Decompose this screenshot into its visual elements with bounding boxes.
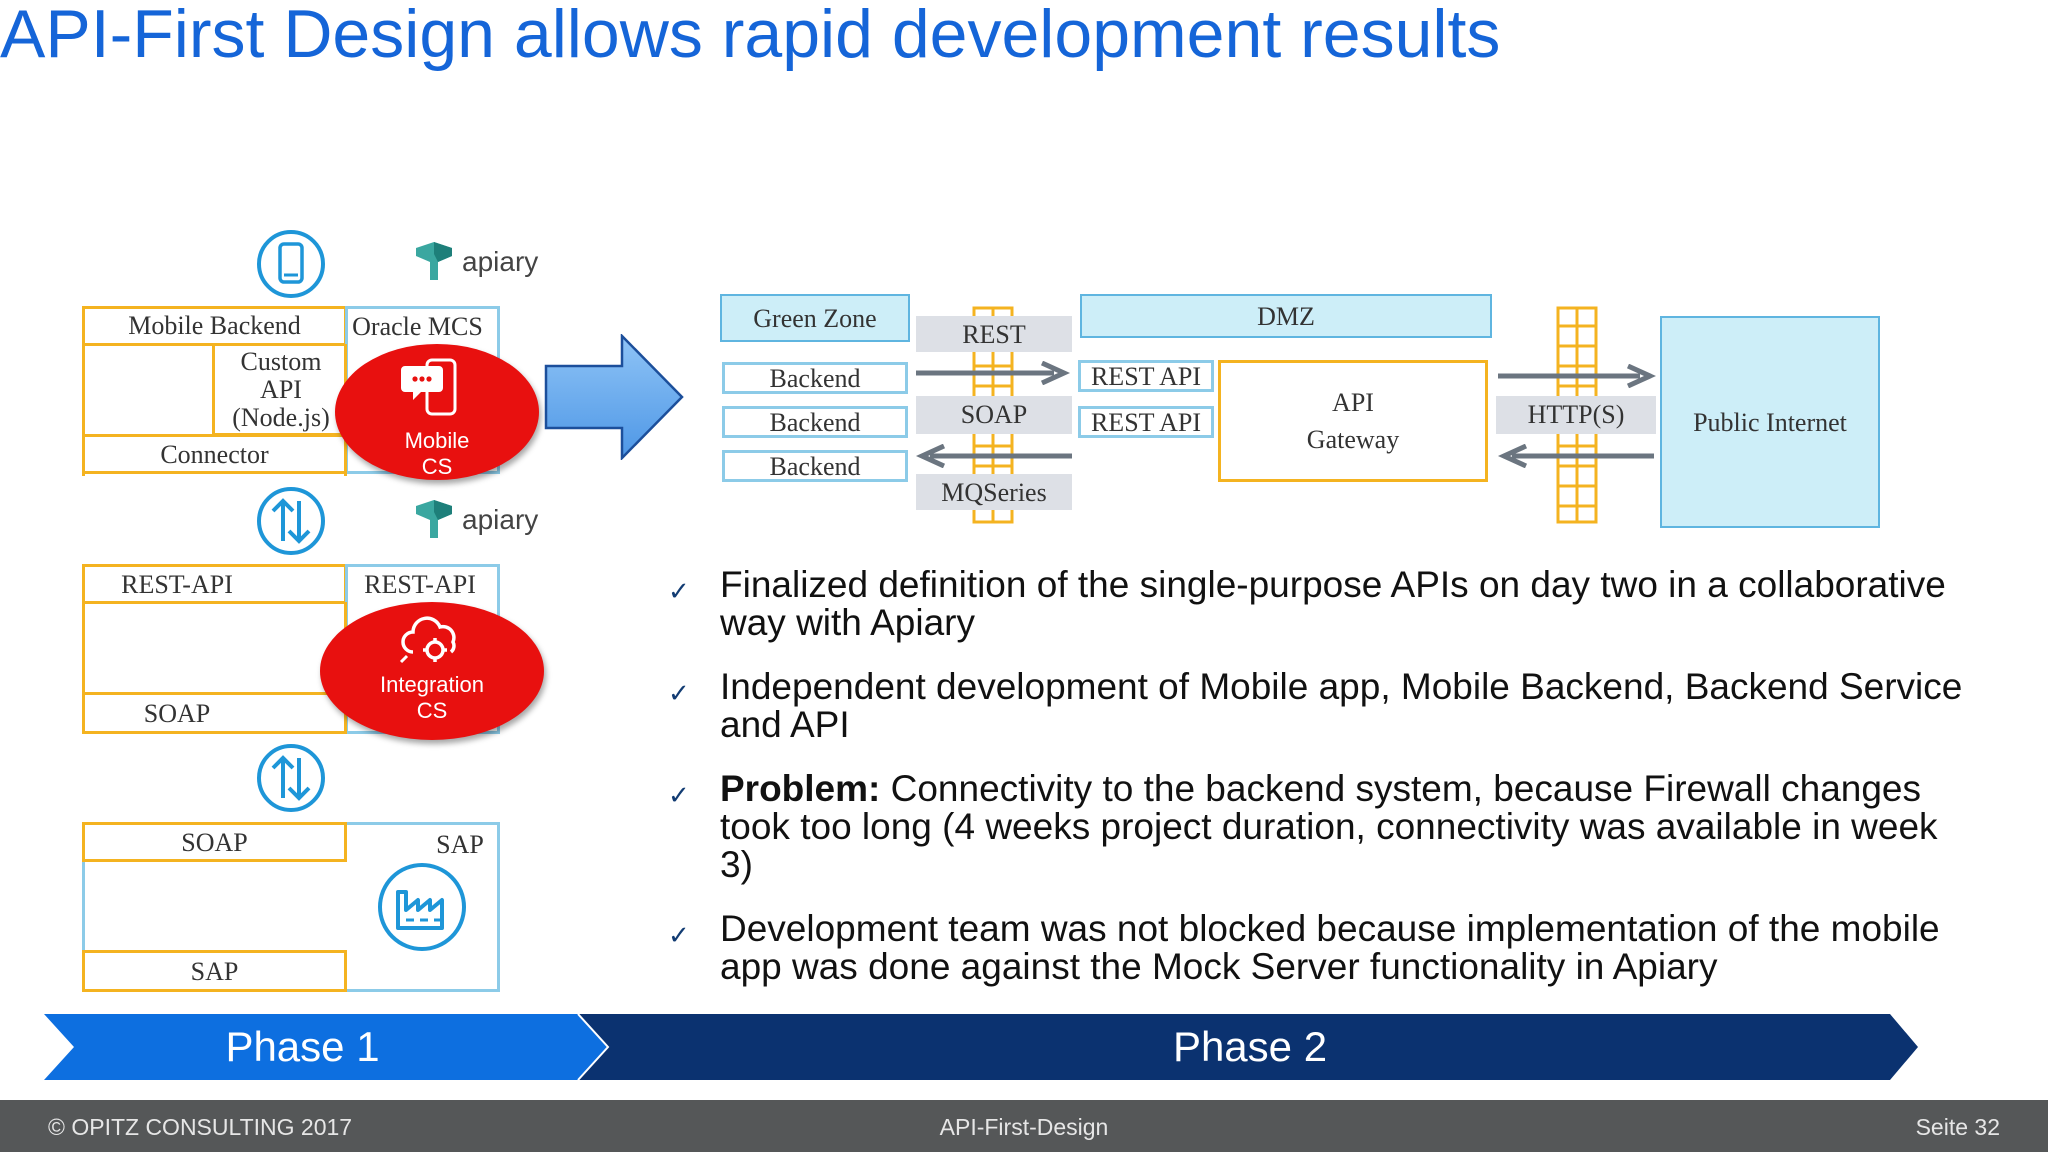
green-zone-label: Green Zone [753,304,877,333]
check-icon: ✓ [668,920,690,950]
rest-api-right-label: REST-API [364,570,476,599]
apiary-logo-icon [412,240,456,282]
rest-protocol-box [916,316,1072,352]
integration-cs-badge: Integration CS [320,602,544,740]
soap-label-2: SOAP [181,828,248,857]
bullet-bold: Problem: [720,768,881,809]
api-gateway-label-line2: Gateway [1306,425,1400,454]
phase2-label: Phase 2 [1172,1023,1328,1070]
phase1-label: Phase 1 [225,1023,380,1070]
backend-box-3 [722,450,908,482]
connector-box [82,434,347,474]
mobile-phone-icon [255,228,327,300]
rest-api-box-2 [1078,406,1214,438]
sap-bottom-label: SAP [190,957,239,986]
mobile-cs-badge: Mobile CS [335,344,539,480]
apiary-label: apiary [462,246,539,277]
mqseries-protocol-label: MQSeries [941,478,1047,507]
public-internet-box [1660,316,1880,528]
soap-box-2 [82,822,347,862]
backend-box-2 [722,406,908,438]
phase-bar [40,1013,1920,1081]
mqseries-protocol-box [916,474,1072,510]
rest-api-label-1: REST API [1090,362,1202,391]
footer-copyright: © OPITZ CONSULTING 2017 [48,1114,353,1140]
rest-api-box-1 [1078,360,1214,392]
check-icon: ✓ [668,780,690,810]
soap-protocol-label: SOAP [960,400,1028,429]
footer-page-number: Seite 32 [1915,1114,2000,1140]
sync-arrows-icon [255,485,327,557]
apiary-label: apiary [462,504,539,535]
rest-api-label-2: REST API [1090,408,1202,437]
backend-label-3: Backend [769,452,861,481]
bullet-text: Finalized definition of the single-purpo… [720,564,1946,643]
dmz-label: DMZ [1257,302,1315,331]
mobile-cs-label-line2: CS [421,454,453,479]
soap-label: SOAP [143,699,211,728]
sap-right-label: SAP [436,830,484,859]
backend-label-2: Backend [769,408,861,437]
footer: © OPITZ CONSULTING 2017 API-First-Design… [0,1100,2048,1152]
big-right-arrow-icon [544,332,686,462]
sap-box [82,950,347,992]
api-gateway-box [1218,360,1488,482]
integration-cs-label-line2: CS [416,698,448,723]
https-protocol-label: HTTP(S) [1527,400,1625,429]
public-internet-label: Public Internet [1693,408,1847,437]
cloud-gear-icon [399,616,456,664]
flow-arrow-left-icon [1496,443,1656,469]
https-protocol-box [1496,396,1656,434]
mobile-cs-label-line1: Mobile [404,428,470,453]
backend-box-1 [722,362,908,394]
check-icon: ✓ [668,678,690,708]
footer-topic: API-First-Design [939,1114,1109,1140]
factory-icon [374,862,470,952]
slide-title: API-First Design allows rapid developmen… [0,0,1501,72]
apiary-logo-icon [412,498,456,540]
soap-protocol-box [916,396,1072,434]
phase1-chevron [44,1014,608,1080]
stack2-frame [82,602,347,694]
bullet-text: Independent development of Mobile app, M… [720,666,1963,745]
mobile-chat-icon [401,358,457,416]
connector-label: Connector [160,440,269,469]
oracle-mcs-label: Oracle MCS [352,312,483,341]
flow-arrow-left-icon [914,443,1074,469]
rest-api-left-label: REST-API [121,570,233,599]
backend-label-1: Backend [769,364,861,393]
green-zone-box [720,294,910,342]
flow-arrow-right-icon [1496,363,1657,389]
rest-protocol-label: REST [962,320,1026,349]
bullet-text: Development team was not blocked because… [720,908,1940,987]
custom-api-label: Custom API (Node.js) [232,347,330,432]
flow-arrow-right-icon [914,360,1074,386]
phase2-chevron [578,1014,1918,1080]
dmz-box [1080,294,1492,338]
mobile-backend-label: Mobile Backend [128,311,301,340]
api-gateway-label-line1: API [1332,388,1374,417]
sync-arrows-icon [255,742,327,814]
check-icon: ✓ [668,576,690,606]
integration-cs-label-line1: Integration [380,672,484,697]
bullet-text: Connectivity to the backend system, beca… [720,768,1938,885]
